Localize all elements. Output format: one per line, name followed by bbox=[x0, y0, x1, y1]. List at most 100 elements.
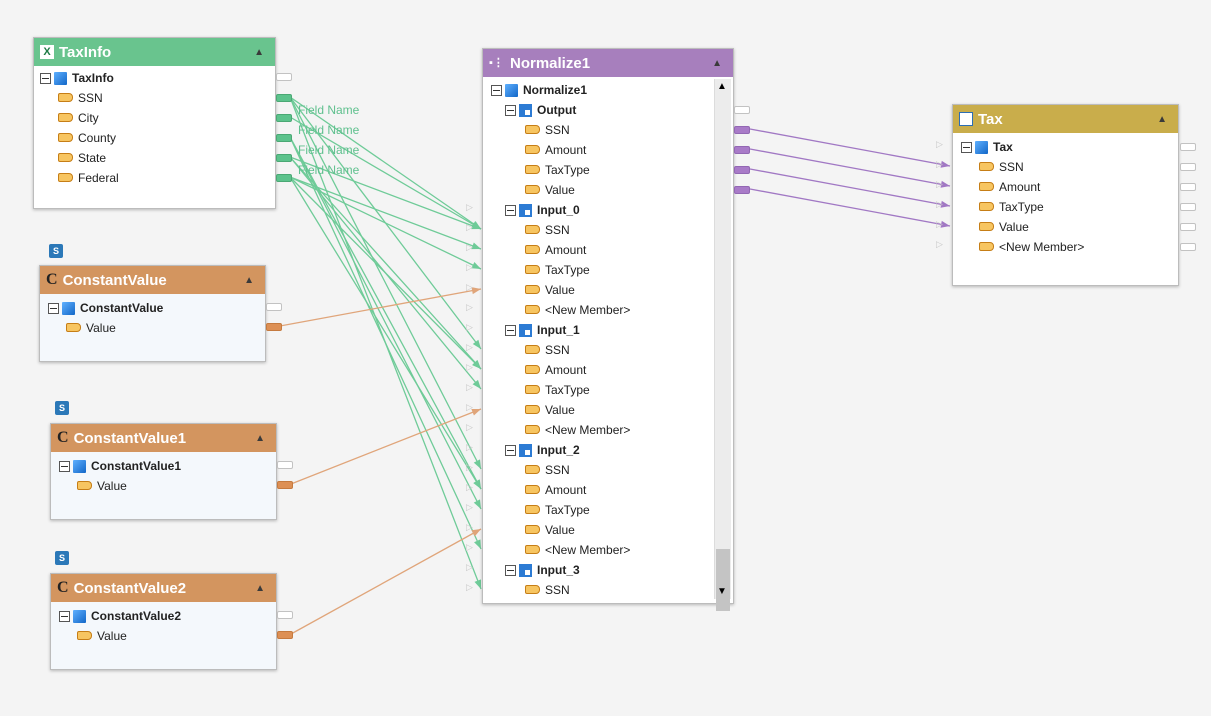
input-port-icon[interactable]: ▷ bbox=[466, 282, 473, 292]
wire-output-tax[interactable] bbox=[749, 168, 951, 207]
tax-root[interactable]: Tax bbox=[961, 137, 1013, 157]
wire-constant-value[interactable] bbox=[279, 288, 482, 327]
collapse-toggle-icon[interactable] bbox=[48, 303, 59, 315]
tax-output-port[interactable] bbox=[1180, 203, 1196, 211]
input-field[interactable]: TaxType bbox=[525, 380, 590, 400]
input-port-icon[interactable]: ▷ bbox=[466, 562, 473, 572]
normalize-input-group[interactable]: Input_1 bbox=[505, 320, 580, 340]
collapse-icon[interactable]: ▲ bbox=[1157, 114, 1167, 125]
taxinfo-field-federal[interactable]: Federal bbox=[58, 168, 119, 188]
taxinfo-header[interactable]: X TaxInfo ▲ bbox=[34, 38, 275, 66]
normalize-header[interactable]: ▪⋮ Normalize1 ▲ bbox=[483, 49, 733, 77]
input-field[interactable]: SSN bbox=[525, 220, 570, 240]
input-port-icon[interactable]: ▷ bbox=[466, 362, 473, 372]
input-field[interactable]: <New Member> bbox=[525, 540, 630, 560]
wire-amount[interactable] bbox=[289, 136, 482, 490]
scroll-up-icon[interactable]: ▲ bbox=[717, 81, 727, 92]
wire-constant-value[interactable] bbox=[290, 528, 482, 635]
output-field[interactable]: TaxType bbox=[525, 160, 590, 180]
input-field[interactable]: SSN bbox=[525, 340, 570, 360]
input-field[interactable]: Value bbox=[525, 520, 575, 540]
wire-output-tax[interactable] bbox=[749, 128, 951, 167]
normalize-output-group[interactable]: Output bbox=[505, 100, 576, 120]
input-field[interactable]: Value bbox=[525, 400, 575, 420]
output-field-port[interactable] bbox=[734, 166, 750, 174]
collapse-toggle-icon[interactable] bbox=[40, 73, 51, 85]
taxinfo-field-port[interactable] bbox=[276, 114, 292, 122]
taxinfo-field-port[interactable] bbox=[276, 134, 292, 142]
output-field-port[interactable] bbox=[734, 126, 750, 134]
constant-root[interactable]: ConstantValue bbox=[48, 298, 163, 318]
constant-value-port[interactable] bbox=[266, 323, 282, 331]
collapse-icon[interactable]: ▲ bbox=[254, 47, 264, 58]
tax-field[interactable]: <New Member> bbox=[979, 237, 1084, 257]
taxinfo-field-city[interactable]: City bbox=[58, 108, 99, 128]
wire-taxtype[interactable] bbox=[289, 136, 482, 510]
collapse-toggle-icon[interactable] bbox=[491, 85, 502, 97]
tax-output-port[interactable] bbox=[1180, 243, 1196, 251]
input-port-icon[interactable]: ▷ bbox=[466, 582, 473, 592]
input-field[interactable]: Value bbox=[525, 280, 575, 300]
wire-constant-value[interactable] bbox=[290, 408, 482, 485]
constant-root-port[interactable] bbox=[277, 461, 293, 469]
input-port-icon[interactable]: ▷ bbox=[466, 322, 473, 332]
input-field[interactable]: Amount bbox=[525, 480, 586, 500]
input-port-icon[interactable]: ▷ bbox=[466, 482, 473, 492]
wire-amount[interactable] bbox=[289, 116, 482, 230]
normalize-scrollbar[interactable]: ▲ ▼ bbox=[714, 79, 731, 611]
input-port-icon[interactable]: ▷ bbox=[936, 139, 943, 149]
collapse-icon[interactable]: ▲ bbox=[255, 433, 265, 444]
input-field[interactable]: SSN bbox=[525, 460, 570, 480]
input-port-icon[interactable]: ▷ bbox=[466, 542, 473, 552]
wire-amount[interactable] bbox=[289, 156, 482, 230]
wire-output-tax[interactable] bbox=[749, 188, 951, 227]
output-field-port[interactable] bbox=[734, 186, 750, 194]
output-group-port[interactable] bbox=[734, 106, 750, 114]
wire-amount[interactable] bbox=[289, 176, 482, 490]
constant-root[interactable]: ConstantValue2 bbox=[59, 606, 181, 626]
taxinfo-field-state[interactable]: State bbox=[58, 148, 106, 168]
input-port-icon[interactable]: ▷ bbox=[466, 302, 473, 312]
input-port-icon[interactable]: ▷ bbox=[466, 382, 473, 392]
collapse-toggle-icon[interactable] bbox=[961, 142, 972, 154]
input-field[interactable]: SSN bbox=[525, 580, 570, 600]
wire-amount[interactable] bbox=[289, 176, 482, 250]
tax-field[interactable]: TaxType bbox=[979, 197, 1044, 217]
collapse-toggle-icon[interactable] bbox=[505, 325, 516, 337]
normalize-input-group[interactable]: Input_0 bbox=[505, 200, 580, 220]
tax-output-port[interactable] bbox=[1180, 223, 1196, 231]
wire-ssn[interactable] bbox=[289, 96, 482, 230]
tax-output-port[interactable] bbox=[1180, 183, 1196, 191]
constant-value-port[interactable] bbox=[277, 481, 293, 489]
constant-root[interactable]: ConstantValue1 bbox=[59, 456, 181, 476]
collapse-toggle-icon[interactable] bbox=[505, 565, 516, 577]
taxinfo-field-ssn[interactable]: SSN bbox=[58, 88, 103, 108]
input-port-icon[interactable]: ▷ bbox=[466, 262, 473, 272]
collapse-toggle-icon[interactable] bbox=[505, 205, 516, 217]
wire-taxtype[interactable] bbox=[289, 176, 482, 270]
tax-header[interactable]: Tax ▲ bbox=[953, 105, 1178, 133]
input-field[interactable]: Amount bbox=[525, 360, 586, 380]
taxinfo-field-port[interactable] bbox=[276, 94, 292, 102]
collapse-toggle-icon[interactable] bbox=[505, 105, 516, 117]
taxinfo-root-port[interactable] bbox=[276, 73, 292, 81]
input-port-icon[interactable]: ▷ bbox=[936, 239, 943, 249]
taxinfo-field-county[interactable]: County bbox=[58, 128, 116, 148]
input-field[interactable]: <New Member> bbox=[525, 420, 630, 440]
tax-field[interactable]: SSN bbox=[979, 157, 1024, 177]
collapse-toggle-icon[interactable] bbox=[59, 611, 70, 623]
taxinfo-field-port[interactable] bbox=[276, 174, 292, 182]
constant-root-port[interactable] bbox=[277, 611, 293, 619]
input-port-icon[interactable]: ▷ bbox=[466, 502, 473, 512]
normalize-input-group[interactable]: Input_3 bbox=[505, 560, 580, 580]
tax-field[interactable]: Value bbox=[979, 217, 1029, 237]
input-port-icon[interactable]: ▷ bbox=[466, 462, 473, 472]
scroll-thumb[interactable] bbox=[716, 549, 730, 611]
